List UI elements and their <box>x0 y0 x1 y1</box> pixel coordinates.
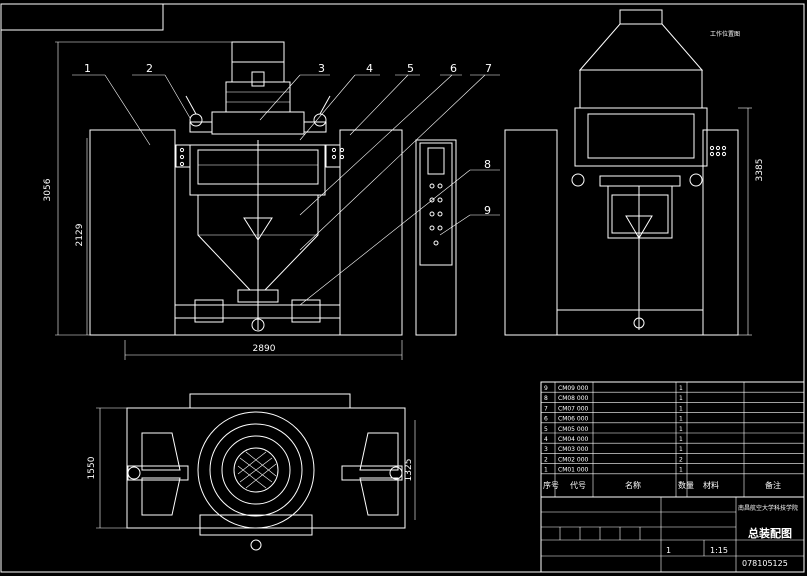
front-view <box>55 41 500 360</box>
parts-row-no: 8 <box>544 395 548 402</box>
parts-row-code: CM09 000 <box>558 385 589 392</box>
parts-row-qty: 2 <box>679 456 683 463</box>
dim-plan-inner: 1325 <box>404 459 414 482</box>
parts-header: 序号 <box>543 480 559 490</box>
parts-row-qty: 1 <box>679 416 683 423</box>
parts-header: 代号 <box>570 480 586 490</box>
plan-view <box>96 393 416 551</box>
dim-plan-depth: 1550 <box>87 456 97 479</box>
drawing-title: 总装配图 <box>748 526 792 540</box>
dim-side-height: 3385 <box>755 159 765 182</box>
parts-row-code: CM02 000 <box>558 456 589 463</box>
dim-front-width: 2890 <box>253 344 276 354</box>
drawing-border <box>0 3 805 573</box>
parts-row-no: 2 <box>544 456 548 463</box>
parts-row-code: CM05 000 <box>558 426 589 433</box>
parts-header: 材料 <box>703 480 719 490</box>
callout-3: 3 <box>318 62 325 75</box>
parts-header: 数量 <box>678 480 694 490</box>
parts-row-qty: 1 <box>679 467 683 474</box>
title-scale: 1:15 <box>710 546 728 555</box>
dim-front-frame-height: 2129 <box>75 223 85 246</box>
right-frame <box>339 129 403 336</box>
control-cabinet <box>415 139 457 336</box>
parts-row-qty: 1 <box>679 446 683 453</box>
callout-6: 6 <box>450 62 457 75</box>
parts-row-code: CM01 000 <box>558 467 589 474</box>
side-view <box>504 9 752 336</box>
parts-row-code: CM08 000 <box>558 395 589 402</box>
parts-row-code: CM06 000 <box>558 416 589 423</box>
parts-row-qty: 1 <box>679 436 683 443</box>
drawing-number: 078105125 <box>742 559 788 568</box>
parts-row-no: 6 <box>544 416 548 423</box>
parts-row-qty: 1 <box>679 426 683 433</box>
side-cone-top <box>578 23 704 71</box>
callout-7: 7 <box>485 62 492 75</box>
parts-header: 备注 <box>765 480 781 490</box>
agitator-blade <box>243 217 273 241</box>
parts-row-no: 7 <box>544 405 548 412</box>
parts-row-code: CM07 000 <box>558 405 589 412</box>
parts-row-code: CM04 000 <box>558 436 589 443</box>
callout-9: 9 <box>484 204 491 217</box>
parts-header: 名称 <box>625 480 641 490</box>
parts-row-qty: 1 <box>679 385 683 392</box>
front-dimensions <box>55 41 403 360</box>
left-frame <box>89 129 176 336</box>
parts-row-qty: 1 <box>679 405 683 412</box>
title-quantity: 1 <box>666 546 671 555</box>
side-view-note: 工作位置图 <box>710 30 740 38</box>
parts-row-no: 9 <box>544 385 548 392</box>
dim-front-overall-height: 3056 <box>43 178 53 201</box>
corner-mark <box>1 4 164 31</box>
parts-row-no: 1 <box>544 467 548 474</box>
callout-5: 5 <box>407 62 414 75</box>
parts-row-no: 3 <box>544 446 548 453</box>
parts-row-code: CM03 000 <box>558 446 589 453</box>
parts-row-no: 5 <box>544 426 548 433</box>
parts-row-no: 4 <box>544 436 548 443</box>
parts-row-qty: 1 <box>679 395 683 402</box>
grid-cover <box>233 447 279 493</box>
drum-outer <box>197 411 315 529</box>
callout-1: 1 <box>84 62 91 75</box>
callout-2: 2 <box>146 62 153 75</box>
callout-8: 8 <box>484 158 491 171</box>
school-name: 南昌航空大学科技学院 <box>738 504 798 512</box>
callout-4: 4 <box>366 62 373 75</box>
title-block <box>540 496 805 573</box>
callout-leaders <box>72 74 500 306</box>
